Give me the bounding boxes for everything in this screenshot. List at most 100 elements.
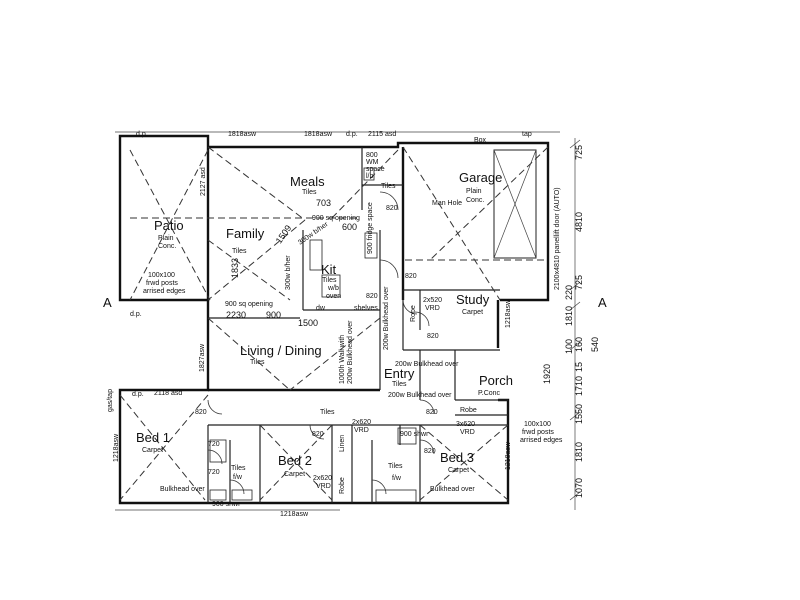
dim-820-e: 820: [195, 409, 207, 416]
room-family-floor: Tiles: [232, 248, 247, 255]
room-patio-label: Patio: [154, 218, 184, 233]
note-fw-ensuite: f/w: [233, 474, 243, 481]
note-bulkhead-study-side: 200w Bulkhead over: [383, 286, 390, 350]
section-marker-a-left: A: [103, 295, 112, 310]
note-man-hole: Man Hole: [432, 200, 462, 207]
note-lb: l/b: [366, 173, 374, 180]
dim-600: 600: [342, 222, 357, 232]
dim-2230: 2230: [226, 310, 246, 320]
interior-walls: [207, 147, 508, 503]
dim-1218-a: 1218asw: [113, 433, 120, 462]
note-tiles-ensuite: Tiles: [231, 465, 246, 472]
note-wm: WM: [366, 159, 379, 166]
room-bed2-floor: Carpet: [284, 471, 305, 478]
room-living-label: Living / Dining: [240, 343, 322, 358]
room-bed3-label: Bed 3: [440, 450, 474, 465]
note-tiles-bath: Tiles: [388, 463, 403, 470]
note-wb: w/b: [327, 285, 339, 292]
room-kit-floor: Tiles: [322, 277, 337, 284]
note-wall-living: 1000h Wall with: [339, 335, 346, 384]
dim-820-f: 820: [312, 431, 324, 438]
note-bulkhead-entry-top: 200w Bulkhead over: [395, 361, 459, 368]
note-oven: oven: [326, 293, 341, 300]
dim-820-b: 820: [405, 273, 417, 280]
dim-1500: 1500: [298, 318, 318, 328]
dim-right-1070: 1070: [574, 478, 584, 498]
plan-notes: 800 WM space l/b Tiles Man Hole 900 sq o…: [107, 131, 563, 508]
dim-2118: 2118 asd: [154, 390, 182, 397]
room-entry-floor: Tiles: [392, 381, 407, 388]
dim-1818-b: 1818asw: [304, 131, 333, 138]
dim-right-15: 15: [574, 362, 584, 372]
plan-dimensions: 1818asw 1818asw 2115 asd 2127 asd 703 60…: [103, 131, 607, 518]
dim-720-b: 720: [208, 469, 220, 476]
dim-1218-b: 1218asw: [280, 511, 309, 518]
note-garage-door: 2100x4810 panellift door (AUTO): [554, 187, 561, 290]
dim-right-1920: 1920: [542, 364, 552, 384]
room-bed3-floor: Carpet: [448, 467, 469, 474]
fixtures: [209, 167, 417, 503]
dim-1818-a: 1818asw: [228, 131, 257, 138]
right-dimension-rail: [115, 131, 581, 511]
room-meals-floor: Tiles: [302, 189, 317, 196]
note-shelves: shelves: [354, 305, 378, 312]
room-porch-floor: P.Conc: [478, 390, 501, 397]
room-patio-floor2: Conc.: [158, 243, 176, 250]
note-wall-living-2: 200w Bulkhead over: [347, 320, 354, 384]
dim-right-160: 160: [574, 337, 584, 352]
note-fridge-space: 900 fridge space: [367, 202, 374, 254]
note-patio-posts-3: arrised edges: [143, 288, 186, 295]
note-patio-posts-2: frwd posts: [146, 280, 178, 287]
garage-door-panel: [493, 149, 537, 259]
room-bed2-label: Bed 2: [278, 453, 312, 468]
note-vrd-bed3-1: 3x620: [456, 421, 475, 428]
dim-820-h: 820: [424, 448, 436, 455]
room-living-floor: Tiles: [250, 359, 265, 366]
note-vrd-bed2-2: VRD: [316, 483, 331, 490]
room-bed1-floor: Carpet: [142, 447, 163, 454]
note-patio-posts-1: 100x100: [148, 272, 175, 279]
note-wm-800: 800: [366, 152, 378, 159]
note-vrd-study-1: 2x520: [423, 297, 442, 304]
note-vrd-entry-1: 2x620: [352, 419, 371, 426]
dim-right-540: 540: [590, 337, 600, 352]
note-tiles-laundry: Tiles: [381, 183, 396, 190]
note-opening-living: 900 sq opening: [225, 301, 273, 308]
dim-300: 300w b/her: [297, 221, 330, 247]
dim-820-c: 820: [366, 293, 378, 300]
room-kit-label: Kit: [321, 262, 337, 277]
note-dp-top-left: d.p.: [136, 131, 148, 138]
dim-right-4810: 4810: [574, 212, 584, 232]
dim-1218-d: 1218asw: [505, 299, 512, 328]
room-family-label: Family: [226, 226, 265, 241]
note-hw-box: Box: [474, 137, 487, 144]
room-garage-floor2: Conc.: [466, 197, 484, 204]
note-dp-left: d.p.: [130, 311, 142, 318]
note-robe-bed2: Robe: [339, 477, 346, 494]
room-study-label: Study: [456, 292, 490, 307]
note-dw: dw: [316, 305, 326, 312]
note-linen: Linen: [339, 435, 346, 452]
dim-1509: 1509: [274, 223, 294, 245]
note-vrd-study-2: VRD: [425, 305, 440, 312]
note-bulkhead-bed3: Bulkhead over: [430, 486, 475, 493]
note-fw-bath: f/w: [392, 475, 402, 482]
door-swings: [207, 191, 435, 495]
note-dp-top-mid: d.p.: [346, 131, 358, 138]
note-porch-posts-1: 100x100: [524, 421, 551, 428]
outer-walls: [118, 134, 550, 505]
note-porch-posts-2: frwd posts: [522, 429, 554, 436]
note-bulkhead-entry-bottom: 200w Bulkhead over: [388, 392, 452, 399]
dim-right-725: 725: [574, 145, 584, 160]
room-meals-label: Meals: [290, 174, 325, 189]
room-garage-label: Garage: [459, 170, 502, 185]
dim-right-1810b: 1810: [574, 442, 584, 462]
note-wm-space: space: [366, 166, 385, 173]
note-vrd-entry-2: VRD: [354, 427, 369, 434]
dim-820-g: 820: [426, 409, 438, 416]
room-entry-label: Entry: [384, 366, 415, 381]
note-bulkhead-bed1: Bulkhead over: [160, 486, 205, 493]
note-porch-posts-3: arrised edges: [520, 437, 563, 444]
note-robe-study: Robe: [410, 305, 417, 322]
